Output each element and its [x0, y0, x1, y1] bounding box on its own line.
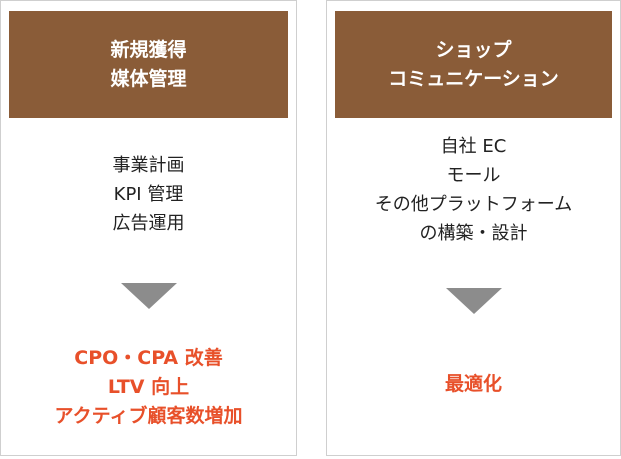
item: の構築・設計 — [419, 223, 528, 244]
card-shop-communication: ショップ コミュニケーション 自社 EC モール その他プラットフォーム の構築… — [326, 0, 621, 456]
header-line: コミュニケーション — [388, 67, 559, 90]
card-items: 自社 EC モール その他プラットフォーム の構築・設計 — [327, 132, 620, 248]
item: KPI 管理 — [113, 184, 184, 205]
down-arrow-icon — [120, 283, 177, 309]
card-new-acquisition: 新規獲得 媒体管理 事業計画 KPI 管理 広告運用 CPO・CPA 改善 LT… — [0, 0, 297, 456]
item: 広告運用 — [112, 213, 185, 234]
card-results: CPO・CPA 改善 LTV 向上 アクティブ顧客数増加 — [1, 344, 296, 431]
item: モール — [446, 165, 501, 186]
result: アクティブ顧客数増加 — [54, 405, 243, 427]
down-arrow-icon — [445, 288, 502, 314]
item: 事業計画 — [112, 155, 185, 176]
header-line: ショップ — [435, 38, 512, 61]
result: CPO・CPA 改善 — [74, 347, 223, 369]
result: LTV 向上 — [107, 376, 190, 398]
item: 自社 EC — [440, 136, 507, 157]
card-results: 最適化 — [327, 370, 620, 399]
card-items: 事業計画 KPI 管理 広告運用 — [1, 151, 296, 238]
header-line: 新規獲得 — [110, 38, 187, 61]
header-line: 媒体管理 — [110, 67, 187, 90]
card-header: 新規獲得 媒体管理 — [9, 11, 288, 118]
card-header: ショップ コミュニケーション — [335, 11, 612, 118]
item: その他プラットフォーム — [374, 194, 573, 215]
result: 最適化 — [444, 373, 502, 395]
